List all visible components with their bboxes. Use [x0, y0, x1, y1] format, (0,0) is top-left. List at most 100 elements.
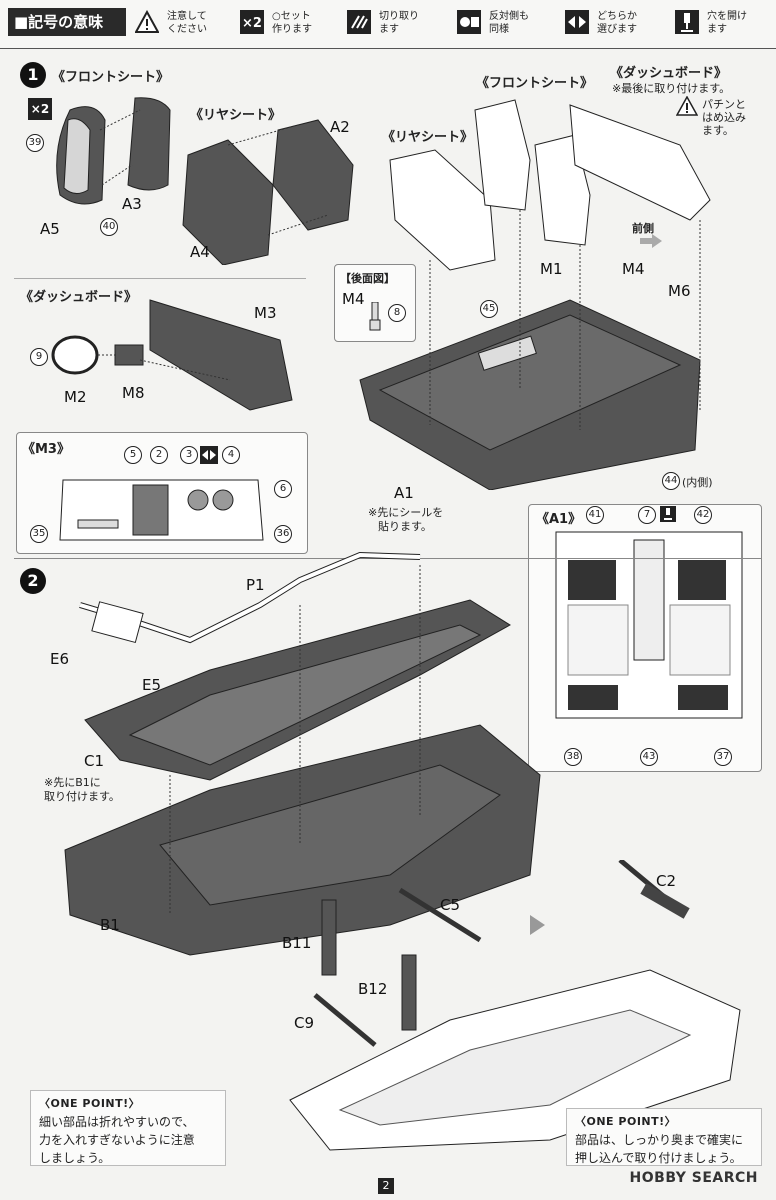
choose-one-icon [565, 10, 589, 34]
one-point-left-line1: 細い部品は折れやすいので、 [39, 1115, 195, 1129]
legend-text: 同様 [489, 24, 509, 35]
one-point-right-line1: 部品は、しっかり奥まで確実に [575, 1133, 744, 1147]
cut-icon [347, 10, 371, 34]
part-label-p1: P1 [246, 576, 265, 594]
one-point-left-title: 〈ONE POINT!〉 [39, 1097, 141, 1110]
legend-text: ください [167, 24, 207, 35]
part-number-39: 39 [26, 134, 44, 152]
part-label-b11: B11 [282, 934, 312, 952]
rear-seat-drawing [182, 119, 354, 265]
part-number-5: 5 [124, 446, 142, 464]
drill-hole-icon [660, 506, 676, 522]
part-label-m4-diagram: M4 [622, 260, 645, 278]
forward-label: 前側 [632, 222, 654, 235]
part-label-c5: C5 [440, 896, 461, 914]
one-point-left-line2: 力を入れすぎないように注意 [39, 1133, 195, 1147]
note-snap-line2: はめ込み [702, 111, 746, 124]
x2-icon: ×2 [240, 10, 264, 34]
part-label-b1: B1 [100, 916, 120, 934]
note-snap-line3: ます。 [702, 124, 734, 137]
legend-title: ■記号の意味 [8, 8, 126, 36]
svg-text:×2: ×2 [242, 16, 262, 31]
step-1-badge: 1 [20, 62, 46, 88]
forward-arrow-icon [640, 234, 662, 248]
part-number-41: 41 [586, 506, 604, 524]
part-label-m1: M1 [540, 260, 563, 278]
one-point-left-box: 〈ONE POINT!〉 細い部品は折れやすいので、 力を入れすぎないように注意… [30, 1090, 226, 1166]
chassis-assembly-drawing [64, 551, 541, 956]
a1-header: 《A1》 [536, 512, 582, 527]
one-point-left-line3: しましょう。 [39, 1151, 111, 1165]
legend-text: ます [707, 24, 727, 35]
m4-lever-drawing [369, 302, 381, 331]
x2-icon: ×2 [28, 98, 52, 120]
part-label-c2: C2 [656, 872, 677, 890]
part-label-b12: B12 [358, 980, 388, 998]
note-b1-line2: 取り付けます。 [44, 790, 120, 803]
part-number-2: 2 [150, 446, 168, 464]
part-label-e5: E5 [142, 676, 162, 694]
caution-triangle-icon [135, 10, 159, 33]
a1-assembly-drawing [359, 99, 711, 490]
part-label-m8: M8 [122, 384, 145, 402]
legend-text: 反対側も [489, 11, 529, 22]
dashboard-drawing [51, 299, 293, 411]
legend-text: 切り取り [379, 11, 419, 22]
part-number-43: 43 [640, 748, 658, 766]
front-seat-header: 《フロントシート》 [52, 70, 170, 85]
part-number-4: 4 [222, 446, 240, 464]
rear-seat-header: 《リヤシート》 [190, 108, 282, 123]
part-label-m2: M2 [64, 388, 87, 406]
part-label-a1: A1 [394, 484, 414, 502]
part-number-40: 40 [100, 218, 118, 236]
part-label-a2: A2 [330, 118, 350, 136]
legend-text: 作ります [272, 24, 312, 35]
part-number-7: 7 [638, 506, 656, 524]
part-label-a4: A4 [190, 243, 210, 261]
m3-dashboard-front-drawing [59, 479, 264, 541]
watermark-text: HOBBY SEARCH [629, 1170, 758, 1186]
choose-one-icon [200, 446, 218, 464]
legend-text: ○セット [272, 11, 311, 22]
part-number-3: 3 [180, 446, 198, 464]
opposite-side-icon [457, 10, 481, 34]
part-label-e6: E6 [50, 650, 70, 668]
part-label-m3: M3 [254, 304, 277, 322]
one-point-right-line2: 押し込んで取り付けましょう。 [575, 1151, 742, 1165]
diagram-front-seat-header: 《フロントシート》 [476, 76, 594, 91]
legend-text: どちらか [597, 11, 637, 22]
part-number-8: 8 [388, 304, 406, 322]
legend-text: 穴を開け [707, 11, 747, 22]
legend-bar: ■記号の意味 注意してください ×2 ○セット作ります 切り取ります 反対側も同… [0, 0, 776, 49]
one-point-right-box: 〈ONE POINT!〉 部品は、しっかり奥まで確実に 押し込んで取り付けましょ… [566, 1108, 762, 1166]
suspension-assembly-drawing [289, 860, 741, 1151]
part-number-42: 42 [694, 506, 712, 524]
part-number-9: 9 [30, 348, 48, 366]
note-last: ※最後に取り付けます。 [612, 82, 731, 95]
part-number-38: 38 [564, 748, 582, 766]
legend-text: 注意して [167, 11, 207, 22]
one-point-right-title: 〈ONE POINT!〉 [575, 1115, 677, 1128]
inside-label: (内側) [682, 476, 713, 489]
part-label-a5: A5 [40, 220, 60, 238]
diagram-dashboard-header: 《ダッシュボード》 [610, 66, 728, 81]
page-number: 2 [378, 1178, 394, 1194]
part-number-35: 35 [30, 525, 48, 543]
drill-hole-icon [675, 10, 699, 34]
part-number-45: 45 [480, 300, 498, 318]
part-number-44: 44 [662, 472, 680, 490]
note-b1-line1: ※先にB1に [44, 776, 101, 789]
front-seat-drawing [56, 97, 171, 205]
note-sticker-line2: 貼ります。 [378, 520, 432, 533]
legend-text: 選びます [597, 24, 637, 35]
diagram-rear-seat-header: 《リヤシート》 [382, 130, 474, 145]
dashboard-header: 《ダッシュボード》 [20, 290, 138, 305]
part-number-6: 6 [274, 480, 292, 498]
rear-view-header: 【後面図】 [340, 272, 395, 285]
part-label-c9: C9 [294, 1014, 315, 1032]
part-label-m4: M4 [342, 290, 365, 308]
caution-triangle-icon [676, 96, 698, 116]
m3-header: 《M3》 [22, 442, 70, 457]
part-label-m6: M6 [668, 282, 691, 300]
a1-top-view-drawing [555, 531, 743, 719]
